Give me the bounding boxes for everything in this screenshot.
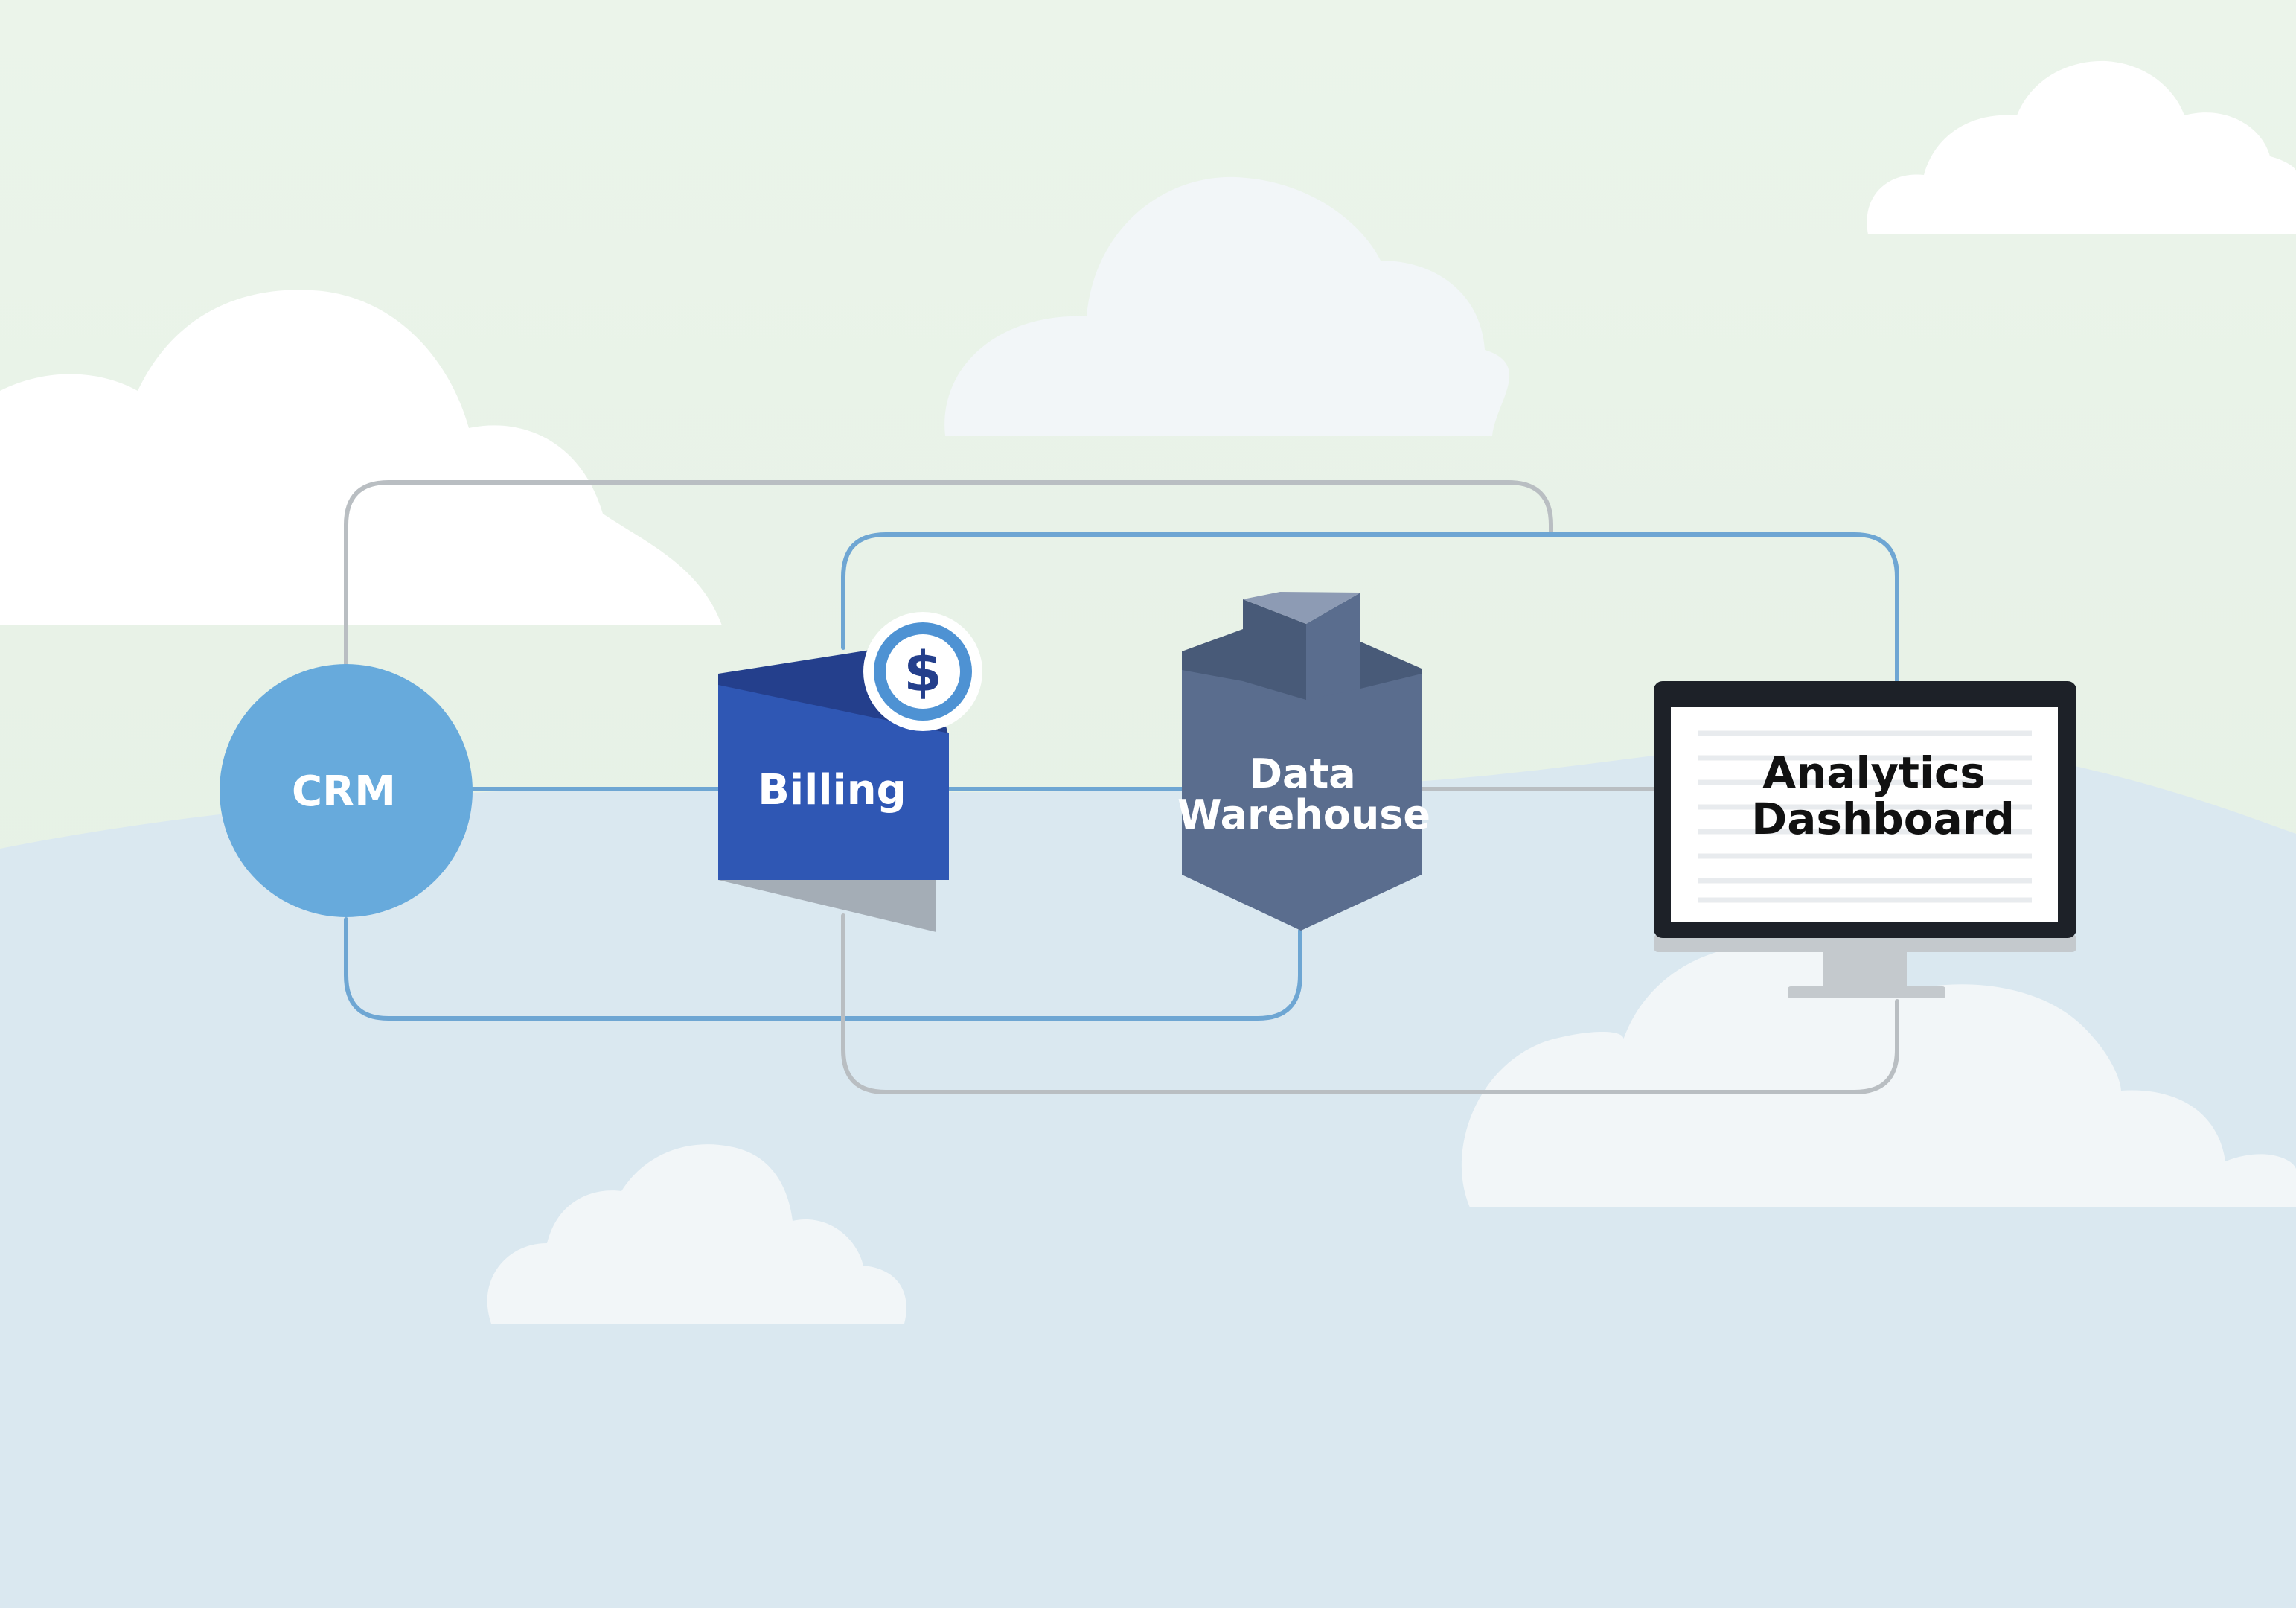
warehouse-label-line2: Warehouse [1177,791,1430,838]
screen-text-lines [1698,730,2032,903]
cloud-bottom-right [1461,944,2296,1207]
analytics-dashboard-node[interactable]: Analytics Dashboard [1654,681,2076,998]
warehouse-tower-right [1306,593,1360,700]
monitor-stand-base [1788,986,1945,998]
cloud-top-center [944,176,1510,436]
warehouse-label-line1: Data [1249,750,1356,797]
crm-circle [220,664,473,917]
connectors [344,480,1899,1094]
cloud-top-right [1867,60,2296,234]
coin-symbol: $ [904,640,942,704]
dashboard-label-line2: Dashboard [1751,794,2015,844]
warehouse-tower-top [1243,592,1360,624]
connector-crm-warehouse-bottom-loop [344,917,1302,1021]
connector-billing-dashboard-loop [841,532,1899,683]
crm-label: CRM [292,768,396,816]
cloud-top-left [0,290,722,625]
crm-node[interactable]: CRM [220,664,473,917]
warehouse-right-fold [1360,642,1422,689]
monitor-screen [1671,707,2058,922]
monitor-icon [1654,681,2076,998]
billing-body [718,685,949,880]
billing-label: Billing [758,766,906,814]
warehouse-body [1182,651,1422,931]
data-warehouse-node[interactable]: Data Warehouse [1177,592,1430,931]
monitor-bezel-shadow [1654,934,2076,952]
billing-node[interactable]: Billing $ [718,612,982,932]
warehouse-tower-left [1243,599,1306,700]
connector-crm-top-loop [344,480,1553,669]
warehouse-left-fold [1182,629,1243,681]
cloud-bottom-left [487,1144,906,1324]
dashboard-label-line1: Analytics [1762,747,1986,798]
coin-center [886,634,960,709]
connector-billing-dashboard-bottom-loop [841,913,1899,1094]
dollar-coin-icon: $ [863,612,982,731]
billing-shadow [718,880,936,932]
